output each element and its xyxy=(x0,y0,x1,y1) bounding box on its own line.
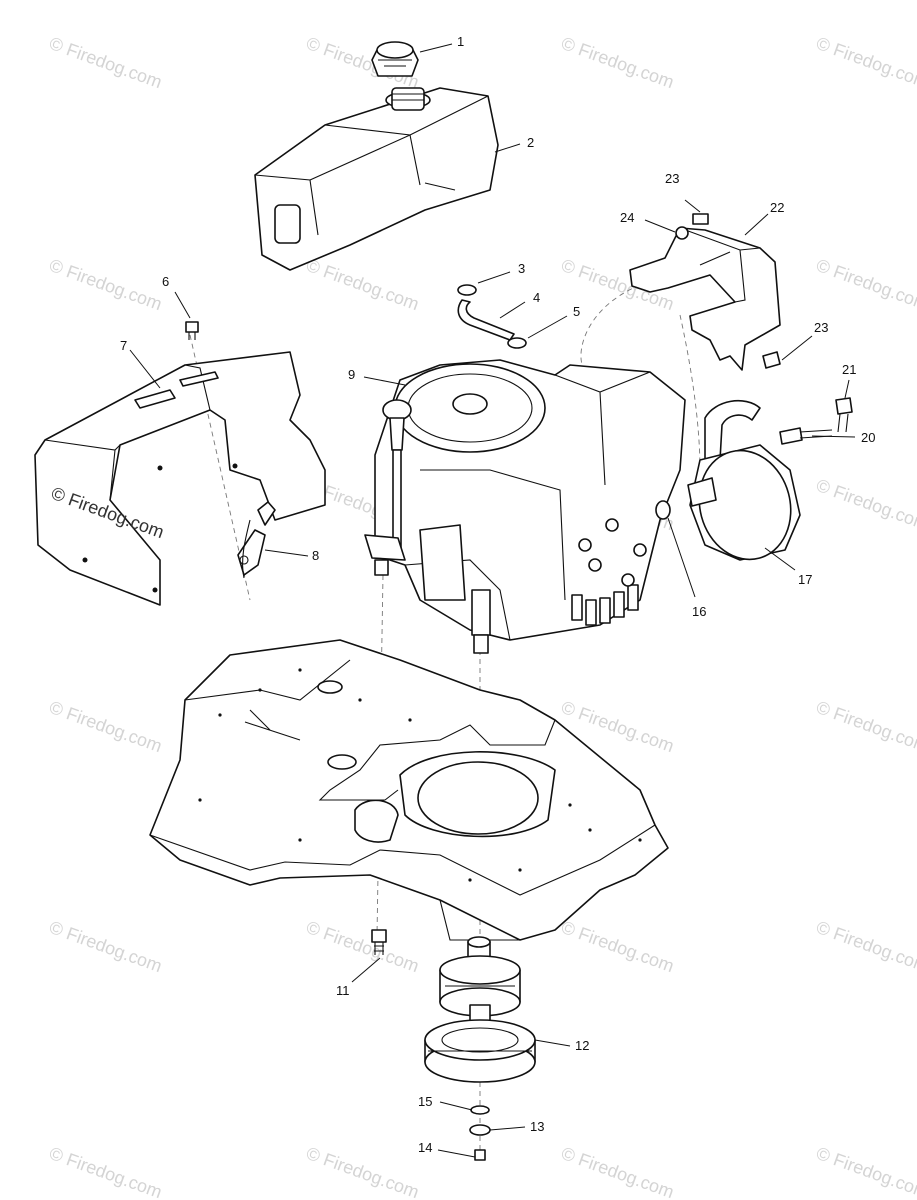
callout-9: 9 xyxy=(348,367,355,382)
screw-6 xyxy=(185,321,199,340)
engine-fins xyxy=(571,584,639,626)
callout-3: 3 xyxy=(518,261,525,276)
callout-24: 24 xyxy=(620,210,634,225)
fuel-tank xyxy=(254,87,499,271)
callout-5: 5 xyxy=(573,304,580,319)
callout-15: 15 xyxy=(418,1094,432,1109)
fuel-hose-assembly xyxy=(457,284,527,349)
watermark: © Firedog.com xyxy=(814,33,917,92)
callout-16: 16 xyxy=(692,604,706,619)
watermark: © Firedog.com xyxy=(304,917,422,976)
watermark: © Firedog.com xyxy=(814,917,917,976)
callout-12: 12 xyxy=(575,1038,589,1053)
watermark: © Firedog.com xyxy=(304,1143,422,1200)
callout-11: 11 xyxy=(336,983,350,998)
callout-2: 2 xyxy=(527,135,534,150)
watermark: © Firedog.com xyxy=(814,475,917,534)
callout-22: 22 xyxy=(770,200,784,215)
watermark: © Firedog.com xyxy=(559,1143,677,1200)
watermark: © Firedog.com xyxy=(559,33,677,92)
watermark: © Firedog.com xyxy=(814,697,917,756)
muffler-bolts xyxy=(779,397,853,445)
watermark: © Firedog.com xyxy=(304,255,422,314)
hardware-stack xyxy=(469,1105,491,1161)
fuel-cap xyxy=(371,41,419,77)
callout-7: 7 xyxy=(120,338,127,353)
callout-4: 4 xyxy=(533,290,540,305)
callout-23: 23 xyxy=(665,171,679,186)
callout-17: 17 xyxy=(798,572,812,587)
watermark: © Firedog.com xyxy=(559,917,677,976)
bolt-11 xyxy=(371,929,387,955)
callout-13: 13 xyxy=(530,1119,544,1134)
callout-1: 1 xyxy=(457,34,464,49)
pulley-assembly xyxy=(424,936,536,1083)
watermark: © Firedog.com xyxy=(47,697,165,756)
watermark: © Firedog.com xyxy=(47,255,165,314)
callout-23b: 23 xyxy=(814,320,828,335)
callout-6: 6 xyxy=(162,274,169,289)
callout-20: 20 xyxy=(861,430,875,445)
dash-panel-bracket: © Firedog.com xyxy=(34,351,326,606)
callout-14: 14 xyxy=(418,1140,432,1155)
throttle-control xyxy=(237,501,276,579)
engine xyxy=(364,359,686,654)
watermark: © Firedog.com xyxy=(814,255,917,314)
tractor-frame xyxy=(149,639,669,941)
callout-labels: 1 2 3 4 5 6 7 8 9 11 12 13 14 15 16 17 2… xyxy=(120,34,875,1155)
watermark: © Firedog.com xyxy=(814,1143,917,1200)
watermark: © Firedog.com xyxy=(47,33,165,92)
watermark: © Firedog.com xyxy=(47,917,165,976)
callout-8: 8 xyxy=(312,548,319,563)
muffler-heat-shield xyxy=(629,213,781,371)
watermark: © Firedog.com xyxy=(47,1143,165,1200)
muffler xyxy=(655,400,801,561)
callout-21: 21 xyxy=(842,362,856,377)
leader-lines xyxy=(129,43,856,1158)
